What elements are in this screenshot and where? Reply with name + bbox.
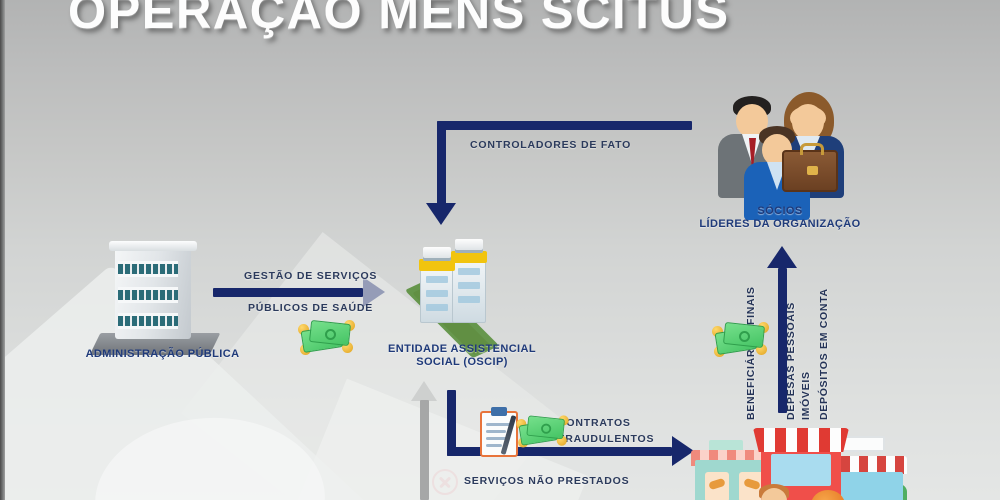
brazil-flag-circle-watermark	[90, 412, 330, 500]
government-building-icon	[89, 241, 221, 355]
office-buildings-icon	[398, 239, 508, 359]
contratos-label: CONTRATOS	[558, 417, 631, 429]
left-edge-strip	[0, 0, 5, 500]
fraudulentos-label: FRAUDULENTOS	[558, 433, 655, 445]
entidade-assistencial-label: ENTIDADE ASSISTENCIAL SOCIAL (OSCIP)	[388, 343, 536, 368]
socios-label: SÓCIOS LÍDERES DA ORGANIZAÇÃO	[699, 205, 861, 230]
beneficiarios-arrowhead	[767, 246, 797, 268]
gestao-servicos-arrow-shaft	[213, 288, 363, 297]
beneficiarios-arrow-shaft	[778, 268, 787, 413]
cash-money-icon	[712, 320, 769, 358]
publicos-de-saude-label: PÚBLICOS DE SAÚDE	[248, 302, 374, 314]
controladores-arrow-horizontal	[437, 121, 692, 130]
contratos-arrowhead	[672, 436, 694, 466]
node-entidade-assistencial[interactable]: ENTIDADE ASSISTENCIAL SOCIAL (OSCIP)	[352, 343, 572, 369]
produce-icon	[811, 490, 845, 500]
node-socios[interactable]: SÓCIOS LÍDERES DA ORGANIZAÇÃO	[665, 205, 895, 231]
servicos-nao-prestados-arrow-shaft	[420, 400, 429, 500]
depositos-em-conta-label: DEPÓSITOS EM CONTA	[818, 288, 830, 420]
servicos-nao-prestados-label: SERVIÇOS NÃO PRESTADOS	[464, 475, 630, 487]
shopkeeper-icon	[747, 484, 801, 500]
controladores-arrowhead	[426, 203, 456, 225]
business-people-icon	[700, 80, 850, 220]
node-administracao-publica[interactable]: ADMINISTRAÇÃO PÚBLICA	[60, 348, 265, 361]
market-shop-icon	[821, 436, 907, 500]
page-title: OPERAÇÃO MENS SCITUS	[68, 0, 730, 39]
circle-x-icon	[432, 469, 458, 495]
storefronts-icon	[691, 420, 907, 500]
depesas-pessoais-label: DEPESAS PESSOAIS	[785, 302, 797, 420]
cash-money-icon	[298, 318, 355, 356]
imoveis-label: IMÓVEIS	[800, 371, 812, 420]
administracao-publica-label: ADMINISTRAÇÃO PÚBLICA	[85, 348, 240, 360]
servicos-nao-prestados-arrowhead	[411, 381, 437, 401]
controladores-de-fato-label: CONTROLADORES DE FATO	[470, 139, 632, 151]
cash-money-icon	[516, 414, 569, 449]
briefcase-icon	[782, 143, 838, 192]
gestao-servicos-label: GESTÃO DE SERVIÇOS	[244, 270, 378, 282]
controladores-arrow-vertical	[437, 121, 446, 205]
